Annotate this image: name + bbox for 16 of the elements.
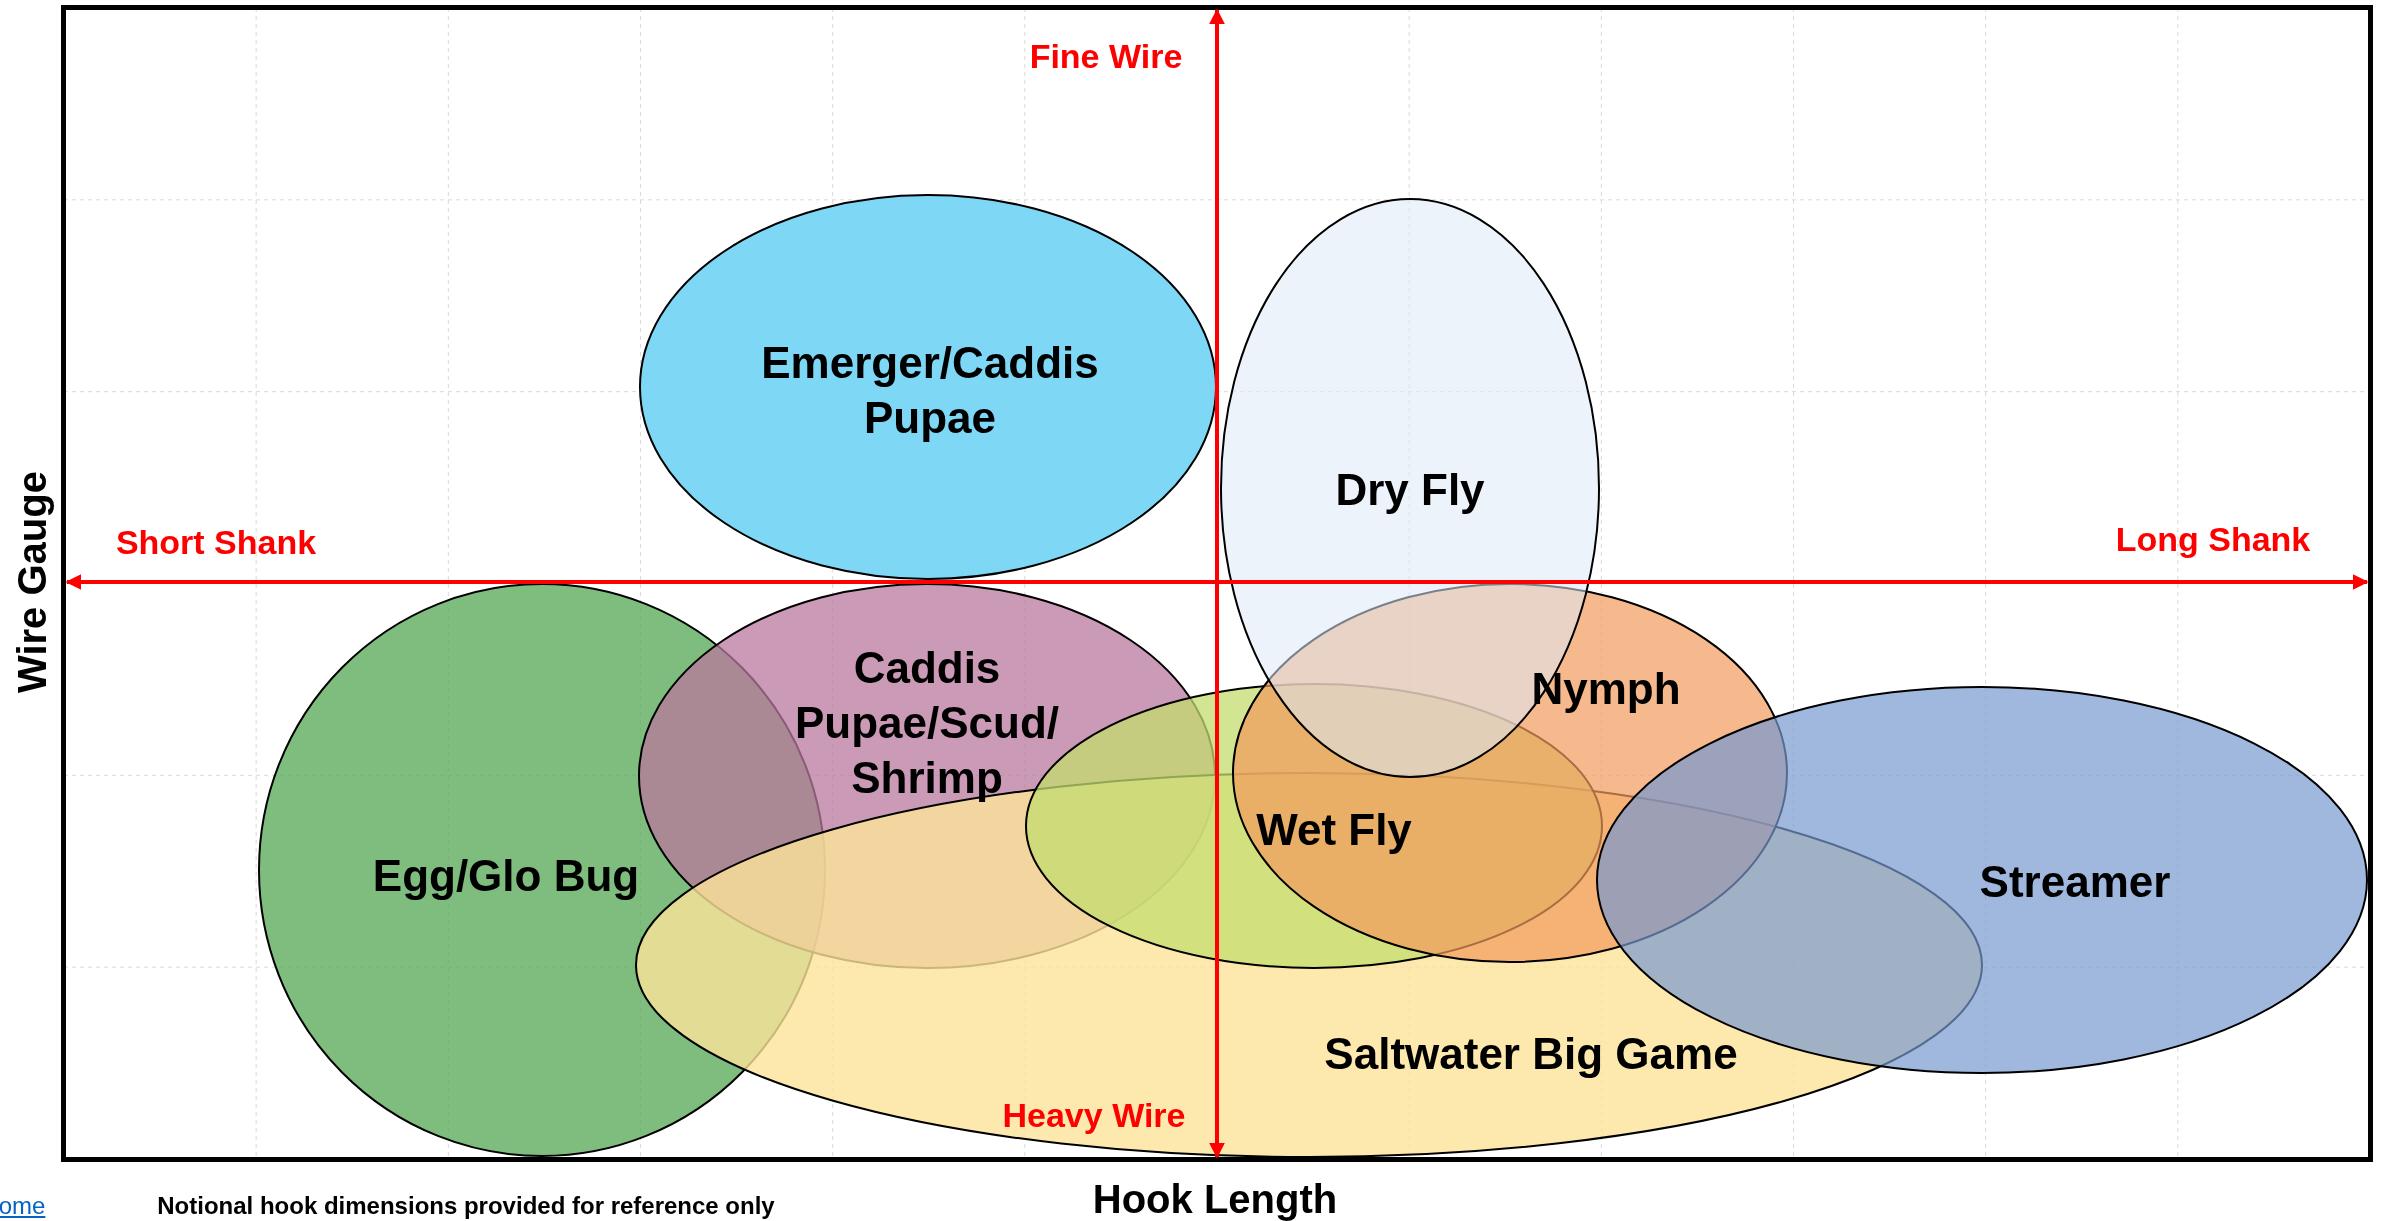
- axis-title: Hook Length: [1092, 1176, 1338, 1221]
- link: ome: [0, 1191, 46, 1221]
- category-label: Egg/Glo Bug: [371, 849, 641, 902]
- category-label: Emerger/Caddis Pupae: [760, 337, 1100, 444]
- axis-end-label: Heavy Wire: [1002, 1094, 1186, 1136]
- category-label: Dry Fly: [1334, 463, 1486, 516]
- axis-title: Wire Gauge: [9, 471, 55, 693]
- category-ellipse: [639, 194, 1217, 580]
- category-label: Wet Fly: [1255, 803, 1413, 856]
- axis-end-label: Long Shank: [2115, 518, 2311, 560]
- note-text: Notional hook dimensions provided for reference only: [157, 1191, 775, 1221]
- category-label: Saltwater Big Game: [1323, 1027, 1739, 1080]
- axis-end-label: Short Shank: [115, 521, 317, 563]
- category-label: Caddis Pupae/Scud/ Shrimp: [793, 641, 1061, 804]
- category-label: Streamer: [1978, 855, 2172, 908]
- axis-end-label: Fine Wire: [1029, 35, 1183, 77]
